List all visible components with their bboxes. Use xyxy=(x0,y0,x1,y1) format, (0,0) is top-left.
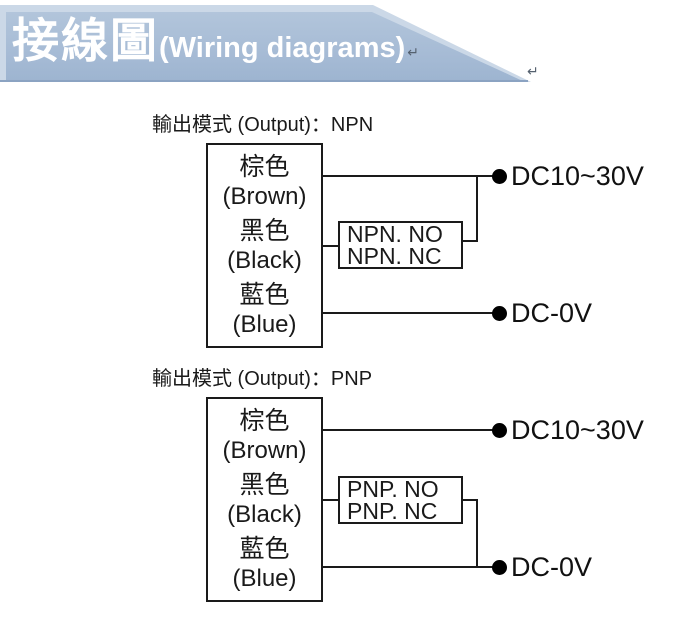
npn-zero-terminal-label: DC-0V xyxy=(511,298,593,328)
npn-blue-wire xyxy=(322,312,500,314)
paragraph-return-icon: ↵ xyxy=(527,63,539,79)
page-title-en: (Wiring diagrams) xyxy=(159,32,406,64)
output-mode-label-pnp: 輸出模式 (Output)：PNP xyxy=(152,368,373,390)
npn-brown-wire xyxy=(322,175,500,177)
wire-label-blue: 藍色 (Blue) xyxy=(208,280,321,339)
wire-label-black-en: (Black) xyxy=(227,247,302,274)
pnp-zero-terminal-dot xyxy=(492,560,507,575)
npn-output-no: NPN. NO xyxy=(347,221,443,247)
wire-label-brown-zh: 棕色 xyxy=(239,153,290,181)
pnp-branch-connector-wire xyxy=(462,499,478,501)
pnp-wire-box: 棕色 (Brown) 黑色 (Black) 藍色 (Blue) xyxy=(206,397,323,602)
pnp-output-nc: PNP. NC xyxy=(347,498,438,524)
wire-label-blue: 藍色 (Blue) xyxy=(208,534,321,593)
pnp-output-box: PNP. NO PNP. NC xyxy=(338,476,463,524)
wire-label-brown-en: (Brown) xyxy=(222,437,307,464)
npn-branch-vertical-wire xyxy=(476,176,478,242)
wire-label-black: 黑色 (Black) xyxy=(208,216,321,275)
wire-label-black-en: (Black) xyxy=(227,501,302,528)
page-title: 接線圖 (Wiring diagrams) ↵ xyxy=(12,14,419,67)
npn-positive-terminal-label: DC10~30V xyxy=(511,161,644,191)
wire-label-blue-zh: 藍色 xyxy=(239,281,290,309)
pnp-black-wire xyxy=(322,499,340,501)
wire-label-blue-en: (Blue) xyxy=(232,565,297,592)
npn-black-wire xyxy=(322,245,340,247)
output-mode-label-npn: 輸出模式 (Output)：NPN xyxy=(152,114,374,136)
wire-label-brown-zh: 棕色 xyxy=(239,407,290,435)
npn-positive-terminal-dot xyxy=(492,169,507,184)
pnp-positive-terminal-label: DC10~30V xyxy=(511,415,644,445)
npn-zero-terminal-dot xyxy=(492,306,507,321)
pnp-positive-terminal-dot xyxy=(492,423,507,438)
wire-label-black-zh: 黑色 xyxy=(239,217,290,245)
page-title-zh: 接線圖 xyxy=(12,14,159,67)
pnp-brown-wire xyxy=(322,429,500,431)
npn-branch-connector-wire xyxy=(462,240,478,242)
banner-underline xyxy=(0,80,528,82)
npn-output-nc: NPN. NC xyxy=(347,243,442,269)
wire-label-black: 黑色 (Black) xyxy=(208,470,321,529)
pnp-branch-vertical-wire xyxy=(476,499,478,567)
wire-label-blue-en: (Blue) xyxy=(232,311,297,338)
pnp-output-no: PNP. NO xyxy=(347,476,439,502)
npn-wire-box: 棕色 (Brown) 黑色 (Black) 藍色 (Blue) xyxy=(206,143,323,348)
wire-label-brown: 棕色 (Brown) xyxy=(208,152,321,211)
pnp-blue-wire xyxy=(322,566,500,568)
wire-label-brown-en: (Brown) xyxy=(222,183,307,210)
pnp-zero-terminal-label: DC-0V xyxy=(511,552,593,582)
npn-output-box: NPN. NO NPN. NC xyxy=(338,221,463,269)
wire-label-brown: 棕色 (Brown) xyxy=(208,406,321,465)
paragraph-return-icon: ↵ xyxy=(407,44,419,60)
wire-label-blue-zh: 藍色 xyxy=(239,535,290,563)
wire-label-black-zh: 黑色 xyxy=(239,471,290,499)
